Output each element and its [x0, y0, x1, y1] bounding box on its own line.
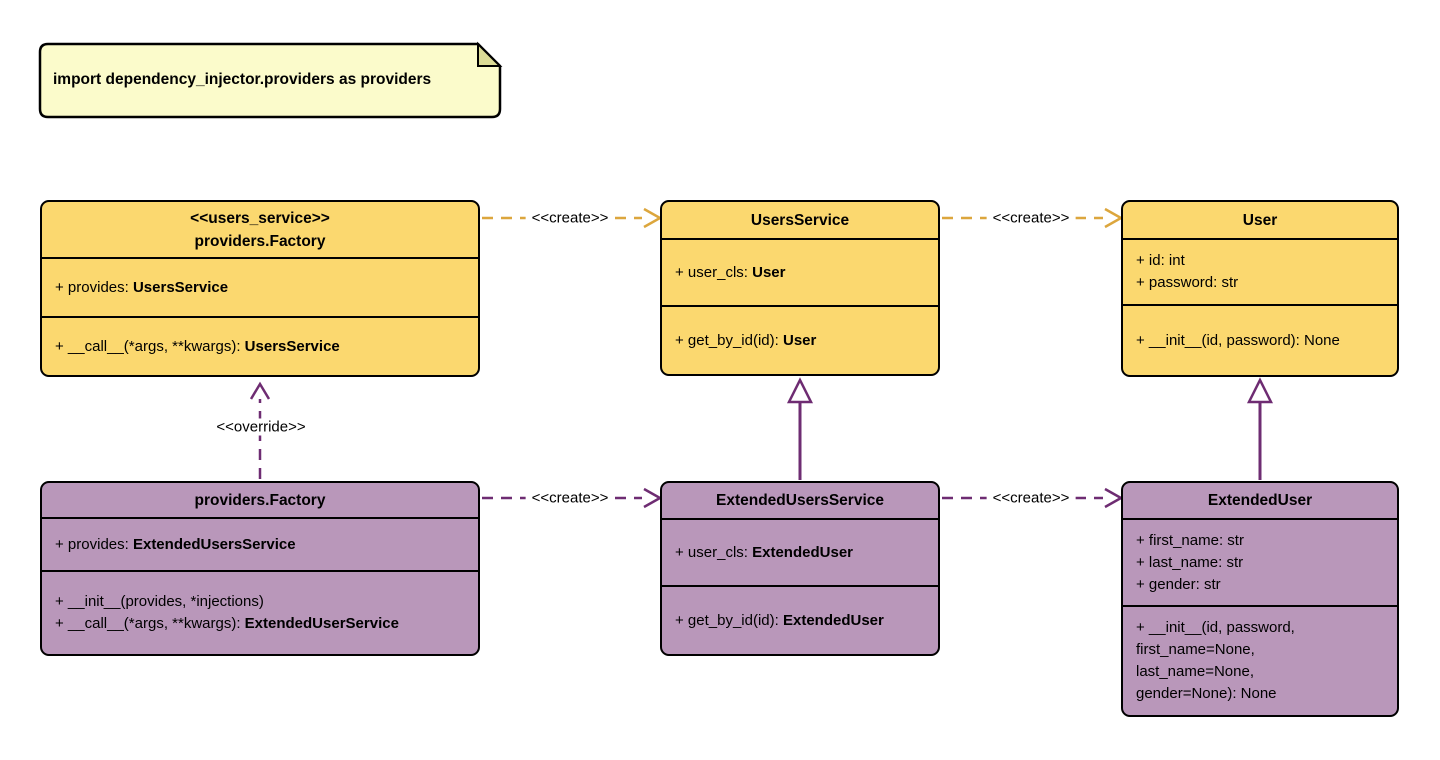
- attribute-line: + password: str: [1136, 274, 1239, 291]
- class-header: ExtendedUsersService: [662, 483, 938, 518]
- attribute-line: + user_cls: ExtendedUser: [675, 543, 853, 561]
- methods-section: + get_by_id(id): User: [662, 305, 938, 374]
- methods-section: + __init__(id, password): None: [1123, 304, 1397, 375]
- methods-section: + get_by_id(id): ExtendedUser: [662, 585, 938, 654]
- attribute-line: + gender: str: [1136, 575, 1221, 593]
- class-name: providers.Factory: [194, 232, 326, 250]
- class-header: providers.Factory: [42, 483, 478, 517]
- create-arrow-4-label: <<create>>: [986, 489, 1076, 507]
- attributes-section: + id: int + password: str: [1123, 238, 1397, 304]
- class-header: User: [1123, 202, 1397, 238]
- attributes-section: + user_cls: User: [662, 238, 938, 305]
- class-name: providers.Factory: [194, 491, 326, 509]
- uml-note: import dependency_injector.providers as …: [53, 44, 489, 116]
- class-box-users-service: UsersService + user_cls: User + get_by_i…: [660, 200, 940, 376]
- method-line: + __init__(id, password): None: [1136, 331, 1340, 349]
- class-box-extended-user: ExtendedUser + first_name: str + last_na…: [1121, 481, 1399, 717]
- method-line: + get_by_id(id): User: [675, 331, 817, 349]
- attributes-section: + provides: UsersService: [42, 257, 478, 316]
- create-arrow-1-label: <<create>>: [525, 209, 615, 227]
- create-arrow-4-head: [1104, 487, 1124, 509]
- class-box-user: User + id: int + password: str + __init_…: [1121, 200, 1399, 377]
- attributes-section: + first_name: str + last_name: str + gen…: [1123, 518, 1397, 605]
- inheritance-arrow-2-triangle: [1246, 377, 1274, 404]
- create-arrow-2-label: <<create>>: [986, 209, 1076, 227]
- method-line: + __call__(*args, **kwargs): UsersServic…: [55, 337, 340, 355]
- class-stereotype: <<users_service>>: [190, 209, 330, 227]
- attribute-line: + user_cls: User: [675, 263, 786, 281]
- methods-section: + __call__(*args, **kwargs): UsersServic…: [42, 316, 478, 375]
- create-arrow-1-head: [643, 207, 663, 229]
- attribute-line: + provides: ExtendedUsersService: [55, 535, 296, 553]
- create-arrow-3-label: <<create>>: [525, 489, 615, 507]
- class-box-factory-extended: providers.Factory + provides: ExtendedUs…: [40, 481, 480, 656]
- attributes-section: + provides: ExtendedUsersService: [42, 517, 478, 570]
- attribute-line: + last_name: str: [1136, 553, 1244, 571]
- method-line: + get_by_id(id): ExtendedUser: [675, 611, 884, 629]
- inheritance-arrow-1-triangle: [786, 377, 814, 404]
- attribute-line: + first_name: str: [1136, 531, 1244, 549]
- class-header: ExtendedUser: [1123, 483, 1397, 518]
- class-box-factory-users-service: <<users_service>> providers.Factory + pr…: [40, 200, 480, 377]
- create-arrow-3-head: [643, 487, 663, 509]
- methods-section: + __init__(id, password, first_name=None…: [1123, 605, 1397, 715]
- override-arrow-head: [249, 381, 271, 400]
- attribute-line: + provides: UsersService: [55, 278, 229, 296]
- class-name: ExtendedUsersService: [715, 492, 884, 509]
- class-name: ExtendedUser: [1207, 492, 1313, 509]
- class-box-extended-users-service: ExtendedUsersService + user_cls: Extende…: [660, 481, 940, 656]
- create-arrow-2-head: [1104, 207, 1124, 229]
- class-header: <<users_service>> providers.Factory: [42, 202, 478, 257]
- class-name: User: [1242, 211, 1278, 229]
- class-header: UsersService: [662, 202, 938, 238]
- attribute-line: + id: int: [1136, 252, 1185, 269]
- method-line: + __init__(provides, *injections): [55, 593, 264, 610]
- methods-section: + __init__(provides, *injections) + __ca…: [42, 570, 478, 654]
- override-arrow-label: <<override>>: [210, 418, 312, 436]
- method-line: + __call__(*args, **kwargs): ExtendedUse…: [55, 615, 399, 632]
- class-name: UsersService: [750, 211, 850, 229]
- note-text: import dependency_injector.providers as …: [53, 71, 432, 88]
- method-line: + __init__(id, password, first_name=None…: [1136, 619, 1295, 702]
- attributes-section: + user_cls: ExtendedUser: [662, 518, 938, 585]
